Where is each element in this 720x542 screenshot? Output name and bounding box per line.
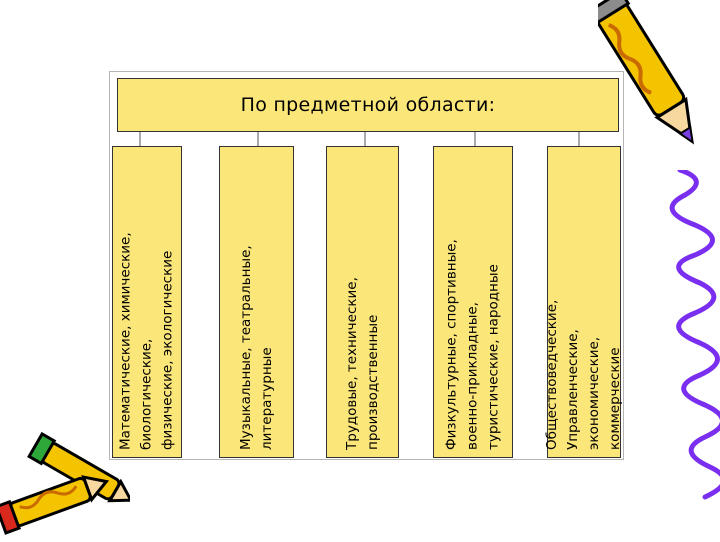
category-text-social: Обществоведческие, Управленческие, эконо… xyxy=(544,299,623,450)
header-title: По предметной области: xyxy=(240,94,496,116)
pencil-icon-top-right xyxy=(598,0,695,145)
category-text-sports: Физкультурные, спортивные, военно-прикла… xyxy=(443,239,502,450)
category-text-arts: Музыкальные, театральные, литературные xyxy=(237,245,275,450)
squiggle-decoration xyxy=(669,170,720,500)
pencil-icon-bottom-left xyxy=(0,432,130,535)
category-box-sports: Физкультурные, спортивные, военно-прикла… xyxy=(433,146,513,458)
category-text-math: Математические, химические, биологически… xyxy=(117,232,176,450)
category-box-math: Математические, химические, биологически… xyxy=(112,146,182,458)
category-box-technical: Трудовые, технические, производственные xyxy=(326,146,399,458)
header-box: По предметной области: xyxy=(117,78,619,132)
category-box-social: Обществоведческие, Управленческие, эконо… xyxy=(544,146,623,458)
category-box-arts: Музыкальные, театральные, литературные xyxy=(219,146,294,458)
category-text-technical: Трудовые, технические, производственные xyxy=(343,277,381,450)
